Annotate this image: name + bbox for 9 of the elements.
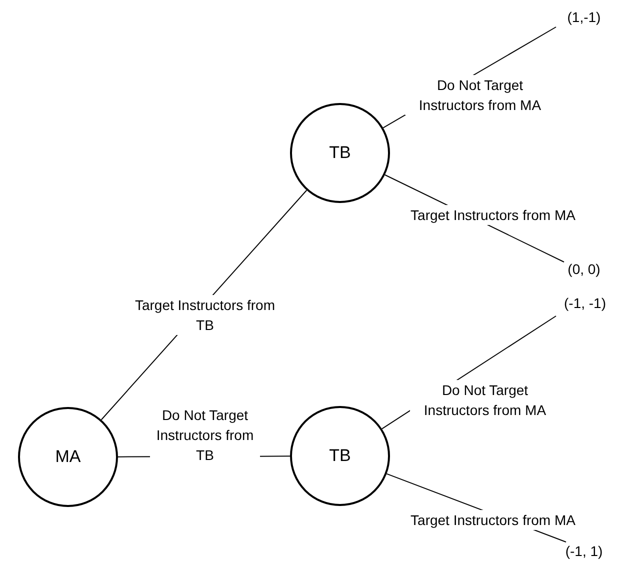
node-label: TB	[329, 142, 351, 164]
payoff-text: (1,-1)	[558, 6, 610, 28]
edge-label: Target Instructors from MA	[408, 510, 578, 530]
edge-label: Target Instructors from MA	[408, 205, 578, 225]
payoff-text: (-1, 1)	[557, 540, 611, 562]
payoff-text: (0, 0)	[560, 258, 608, 280]
node-label: MA	[55, 446, 81, 468]
node-label: TB	[329, 445, 351, 468]
payoff-text: (-1, -1)	[555, 292, 615, 314]
